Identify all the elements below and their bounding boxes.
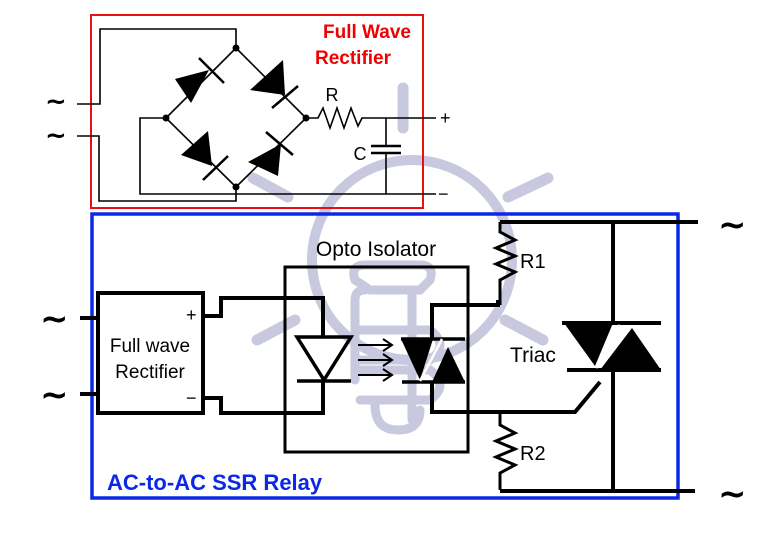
ssr-relay-title: AC-to-AC SSR Relay	[107, 470, 323, 495]
ssr-ac-output-tilde-2: ~	[718, 474, 747, 514]
opto-isolator-box	[283, 265, 470, 454]
inner-rectifier-line2: Rectifier	[115, 362, 185, 383]
resistor-r1-label: R1	[520, 251, 546, 273]
ssr-ac-output-tilde-1: ~	[718, 205, 747, 245]
negative-return-wire	[139, 117, 436, 195]
resistor-r1	[492, 222, 519, 305]
ac-wire-1	[77, 28, 237, 105]
bridge-diode-bottom-right	[248, 131, 294, 176]
ac-wire-2	[77, 135, 237, 202]
rectifier-title-line2: Rectifier	[315, 48, 392, 69]
bridge-diode-bottom-left	[181, 131, 229, 181]
opto-isolator-label: Opto Isolator	[316, 238, 436, 261]
ssr-ac-input-tilde-1: ~	[40, 299, 69, 339]
bridge-diode-top-left	[175, 57, 225, 103]
inner-rectifier-line1: Full wave	[110, 336, 190, 357]
capacitor-c	[371, 118, 401, 194]
resistor-r	[306, 105, 436, 131]
triac-label: Triac	[510, 344, 556, 367]
ac-input-tilde-2: ~	[45, 121, 67, 151]
resistor-r2-label: R2	[520, 443, 546, 465]
bridge-diamond	[162, 44, 310, 191]
resistor-r2	[492, 412, 519, 490]
resistor-r-label: R	[326, 85, 339, 105]
output-minus-label: −	[438, 184, 449, 204]
output-plus-label: +	[440, 108, 451, 128]
capacitor-c-label: C	[354, 144, 367, 164]
ssr-relay-border	[90, 212, 680, 500]
main-triac	[562, 321, 661, 372]
ac-input-tilde-1: ~	[45, 87, 67, 117]
bridge-diode-top-right	[250, 60, 299, 109]
opto-led	[293, 335, 355, 384]
rectifier-title-line1: Full Wave	[323, 22, 411, 43]
inner-rectifier-plus: +	[186, 305, 197, 325]
inner-rectifier-minus: −	[186, 388, 197, 408]
light-arrows-icon	[358, 338, 394, 382]
rectifier-border	[90, 14, 424, 209]
ssr-ac-input-tilde-2: ~	[40, 375, 69, 415]
inner-rectifier-box	[96, 291, 205, 415]
